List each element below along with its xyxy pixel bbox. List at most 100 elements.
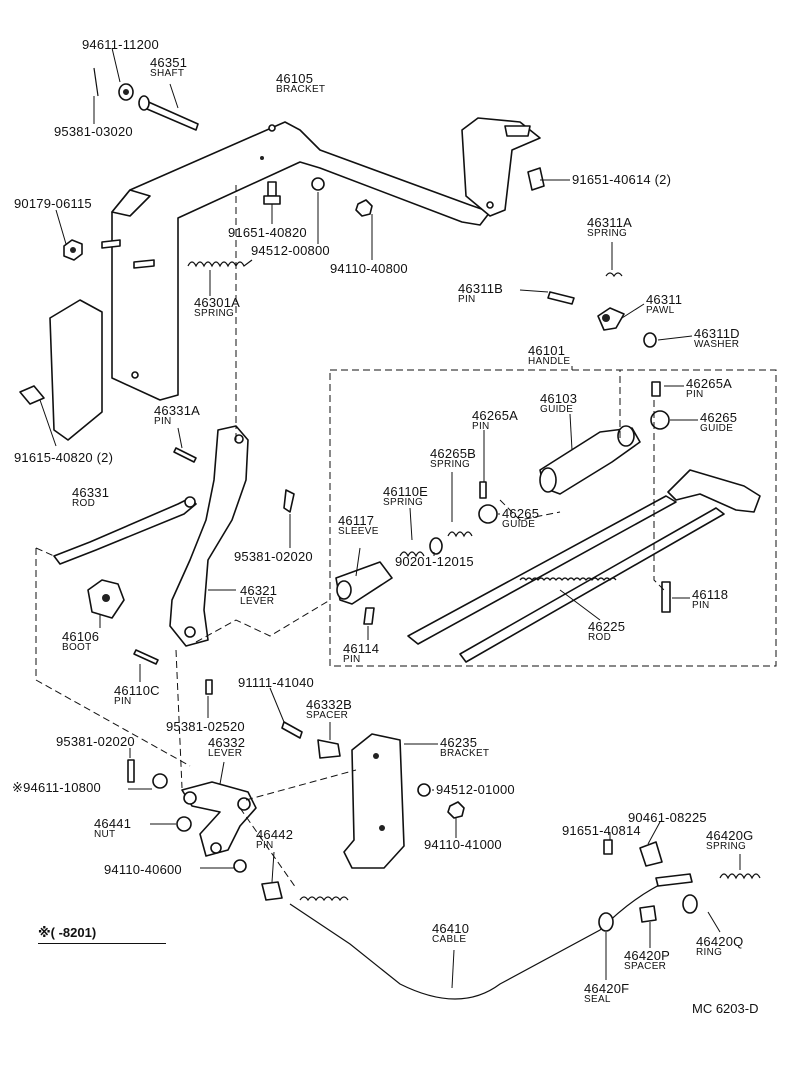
part-number: 46442: [256, 827, 294, 842]
part-name: GUIDE: [502, 519, 536, 530]
part-name: BOOT: [62, 642, 92, 653]
part-number: 46225: [588, 619, 626, 634]
spring-46301A: [187, 259, 253, 268]
part-number: 46351: [150, 55, 188, 70]
part-number: 46114: [343, 641, 380, 656]
part-name: GUIDE: [700, 423, 734, 434]
part-number: 46331A: [154, 403, 201, 418]
part-label-l41: ※94611-10800: [12, 781, 101, 794]
part-number: 94110-41000: [424, 837, 502, 852]
part-number: 46105: [276, 71, 314, 86]
bolt-91651-40820: [263, 167, 545, 217]
part-label-l44: 90461-08225: [628, 811, 707, 824]
part-name: GUIDE: [540, 404, 574, 415]
part-label-l43: 91651-40814: [562, 824, 641, 837]
part-label-l47: 94110-41000: [424, 838, 502, 851]
part-label-l42: 94512-01000: [436, 783, 515, 796]
part-number: 46311D: [694, 326, 740, 341]
part-number: 46420G: [706, 828, 754, 843]
part-label-l34: 91111-41040: [238, 676, 314, 689]
part-label-l09: 94110-40800: [330, 262, 408, 275]
part-number: 46265A: [472, 408, 519, 423]
part-label-l21: 91615-40820 (2): [14, 451, 113, 464]
part-number: 91111-41040: [238, 675, 314, 690]
part-number: 90201-12015: [395, 554, 474, 569]
lever-46332: [181, 781, 257, 857]
part-name: ROD: [72, 498, 96, 509]
part-number: 46311A: [587, 215, 633, 230]
part-number: 95381-02520: [166, 719, 245, 734]
part-number: 46118: [692, 587, 729, 602]
part-label-l39: 95381-02020: [56, 735, 135, 748]
part-number: 94110-40800: [330, 261, 408, 276]
part-number: 94512-01000: [436, 782, 515, 797]
part-number: 46265B: [430, 446, 477, 461]
part-number: 46101: [528, 343, 566, 358]
part-label-l08: 94512-00800: [251, 244, 330, 257]
part-label-l03: 95381-03020: [54, 125, 133, 138]
part-number: 46332B: [306, 697, 353, 712]
part-number: 46420F: [584, 981, 630, 996]
part-number: 95381-03020: [54, 124, 133, 139]
part-number: 46311B: [458, 281, 504, 296]
part-number: 90461-08225: [628, 810, 707, 825]
part-label-l27: 95381-02020: [234, 550, 313, 563]
part-name: ROD: [588, 632, 612, 643]
bracket-46235: [343, 733, 405, 869]
part-name: WASHER: [694, 339, 740, 350]
part-name: SPRING: [706, 841, 747, 852]
bracket-46105: [111, 117, 541, 401]
part-name: SLEEVE: [338, 526, 379, 537]
part-number: 95381-02020: [234, 549, 313, 564]
part-label-l01: 94611-11200: [82, 38, 159, 51]
part-number: 46103: [540, 391, 578, 406]
part-name: PAWL: [646, 305, 675, 316]
part-number: 46117: [338, 513, 375, 528]
part-number: 46331: [72, 485, 110, 500]
part-number: 46420P: [624, 948, 671, 963]
part-label-l28: 90201-12015: [395, 555, 474, 568]
part-label-l37: 95381-02520: [166, 720, 245, 733]
part-number: 46265: [502, 506, 540, 521]
part-number: 46301A: [194, 295, 241, 310]
bolt-91615: [19, 385, 45, 405]
part-number: 46110E: [383, 484, 429, 499]
part-number: 46420Q: [696, 934, 744, 949]
part-label-l07: 91651-40820: [228, 226, 307, 239]
part-number: ※94611-10800: [12, 780, 101, 795]
part-name: LEVER: [208, 748, 243, 759]
part-number: 46265: [700, 410, 738, 425]
part-name: PIN: [686, 389, 704, 400]
part-name: SEAL: [584, 994, 611, 1005]
part-number: 91651-40614 (2): [572, 172, 672, 187]
shaft-46351: [93, 67, 199, 131]
part-label-l05: 91651-40614 (2): [572, 173, 671, 186]
lever-46321: [169, 425, 249, 647]
part-name: NUT: [94, 829, 116, 840]
part-name: PIN: [472, 421, 490, 432]
part-number: 94110-40600: [104, 862, 182, 877]
part-label-l49: 94110-40600: [104, 863, 182, 876]
part-name: SPACER: [624, 961, 667, 972]
